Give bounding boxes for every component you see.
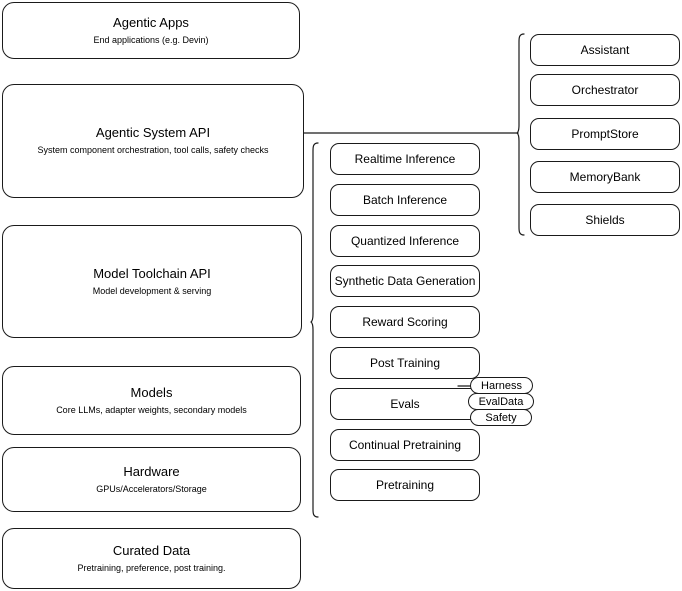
- stack-box-subtitle: Model development & serving: [92, 285, 212, 296]
- agentic-component-shields[interactable]: Shields: [530, 204, 680, 236]
- evals-pill-evaldata[interactable]: EvalData: [468, 393, 534, 410]
- agentic-component-assistant[interactable]: Assistant: [530, 34, 680, 66]
- stack-box-curated-data[interactable]: Curated Data Pretraining, preference, po…: [2, 528, 301, 589]
- stack-box-subtitle: Pretraining, preference, post training.: [77, 562, 226, 573]
- stack-box-title: Model Toolchain API: [93, 265, 211, 281]
- toolchain-item-pretraining[interactable]: Pretraining: [330, 469, 480, 501]
- toolchain-item-quantized-inference[interactable]: Quantized Inference: [330, 225, 480, 257]
- stack-box-agentic-apps[interactable]: Agentic Apps End applications (e.g. Devi…: [2, 2, 300, 59]
- toolchain-item-synthetic-data-generation[interactable]: Synthetic Data Generation: [330, 265, 480, 297]
- stack-box-subtitle: System component orchestration, tool cal…: [37, 145, 269, 155]
- brace-agentic-components: [516, 33, 525, 236]
- agentic-component-orchestrator[interactable]: Orchestrator: [530, 74, 680, 106]
- evals-pill-safety[interactable]: Safety: [470, 409, 532, 426]
- stack-box-title: Hardware: [123, 463, 180, 479]
- toolchain-item-batch-inference[interactable]: Batch Inference: [330, 184, 480, 216]
- agentic-component-memorybank[interactable]: MemoryBank: [530, 161, 680, 193]
- evals-pill-harness[interactable]: Harness: [470, 377, 533, 394]
- stack-box-subtitle: GPUs/Accelerators/Storage: [96, 483, 207, 494]
- agentic-component-promptstore[interactable]: PromptStore: [530, 118, 680, 150]
- stack-box-hardware[interactable]: Hardware GPUs/Accelerators/Storage: [2, 447, 301, 512]
- stack-box-models[interactable]: Models Core LLMs, adapter weights, secon…: [2, 366, 301, 435]
- stack-box-subtitle: End applications (e.g. Devin): [93, 34, 209, 45]
- toolchain-item-evals[interactable]: Evals: [330, 388, 480, 420]
- stack-box-title: Agentic Apps: [113, 14, 189, 30]
- toolchain-item-reward-scoring[interactable]: Reward Scoring: [330, 306, 480, 338]
- toolchain-item-realtime-inference[interactable]: Realtime Inference: [330, 143, 480, 175]
- toolchain-item-continual-pretraining[interactable]: Continual Pretraining: [330, 429, 480, 461]
- toolchain-item-post-training[interactable]: Post Training: [330, 347, 480, 379]
- stack-box-title: Curated Data: [112, 542, 191, 558]
- stack-box-title: Agentic System API: [95, 125, 211, 140]
- stack-box-model-toolchain-api[interactable]: Model Toolchain API Model development & …: [2, 225, 302, 338]
- stack-box-agentic-system-api[interactable]: Agentic System API System component orch…: [2, 84, 304, 198]
- stack-box-subtitle: Core LLMs, adapter weights, secondary mo…: [56, 404, 247, 415]
- brace-toolchain-capabilities: [310, 142, 319, 518]
- stack-box-title: Models: [130, 384, 173, 400]
